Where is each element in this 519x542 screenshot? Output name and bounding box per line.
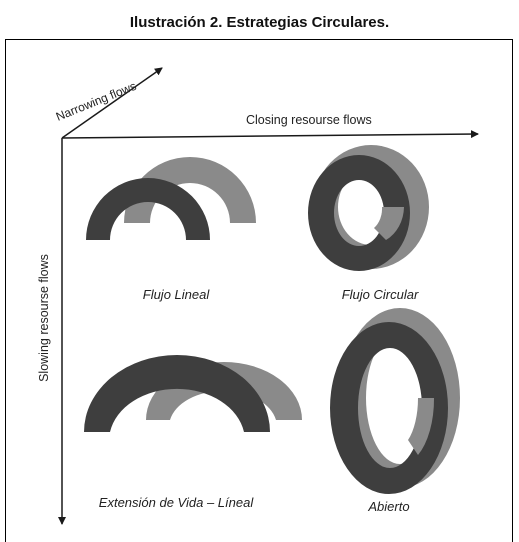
extension-vida-shape: [84, 355, 302, 432]
figure-caption: Ilustración 2. Estrategias Circulares.: [129, 14, 390, 31]
label-flujo-lineal: Flujo Lineal: [143, 287, 211, 302]
flujo-circular-shape: [308, 145, 429, 271]
slowing-axis-label: Slowing resourse flows: [37, 254, 51, 382]
abierto-shape: [330, 308, 460, 494]
light-tall-overlap: [408, 398, 435, 455]
label-abierto: Abierto: [367, 499, 409, 514]
dark-wide-arch: [84, 355, 270, 432]
dark-arch: [86, 178, 210, 240]
flujo-lineal-shape: [86, 157, 256, 240]
closing-axis-arrow: [61, 130, 479, 139]
figure-frame: [5, 39, 513, 542]
narrowing-axis-arrow: [61, 67, 163, 139]
dark-ring: [308, 155, 410, 271]
label-flujo-circular: Flujo Circular: [342, 287, 419, 302]
narrowing-axis-label: Narrowing flows: [54, 79, 138, 124]
light-arch: [124, 157, 256, 223]
label-extension-vida: Extensión de Vida – Líneal: [99, 495, 255, 510]
closing-axis-label: Closing resourse flows: [246, 113, 372, 127]
light-ring-overlap: [374, 207, 404, 240]
